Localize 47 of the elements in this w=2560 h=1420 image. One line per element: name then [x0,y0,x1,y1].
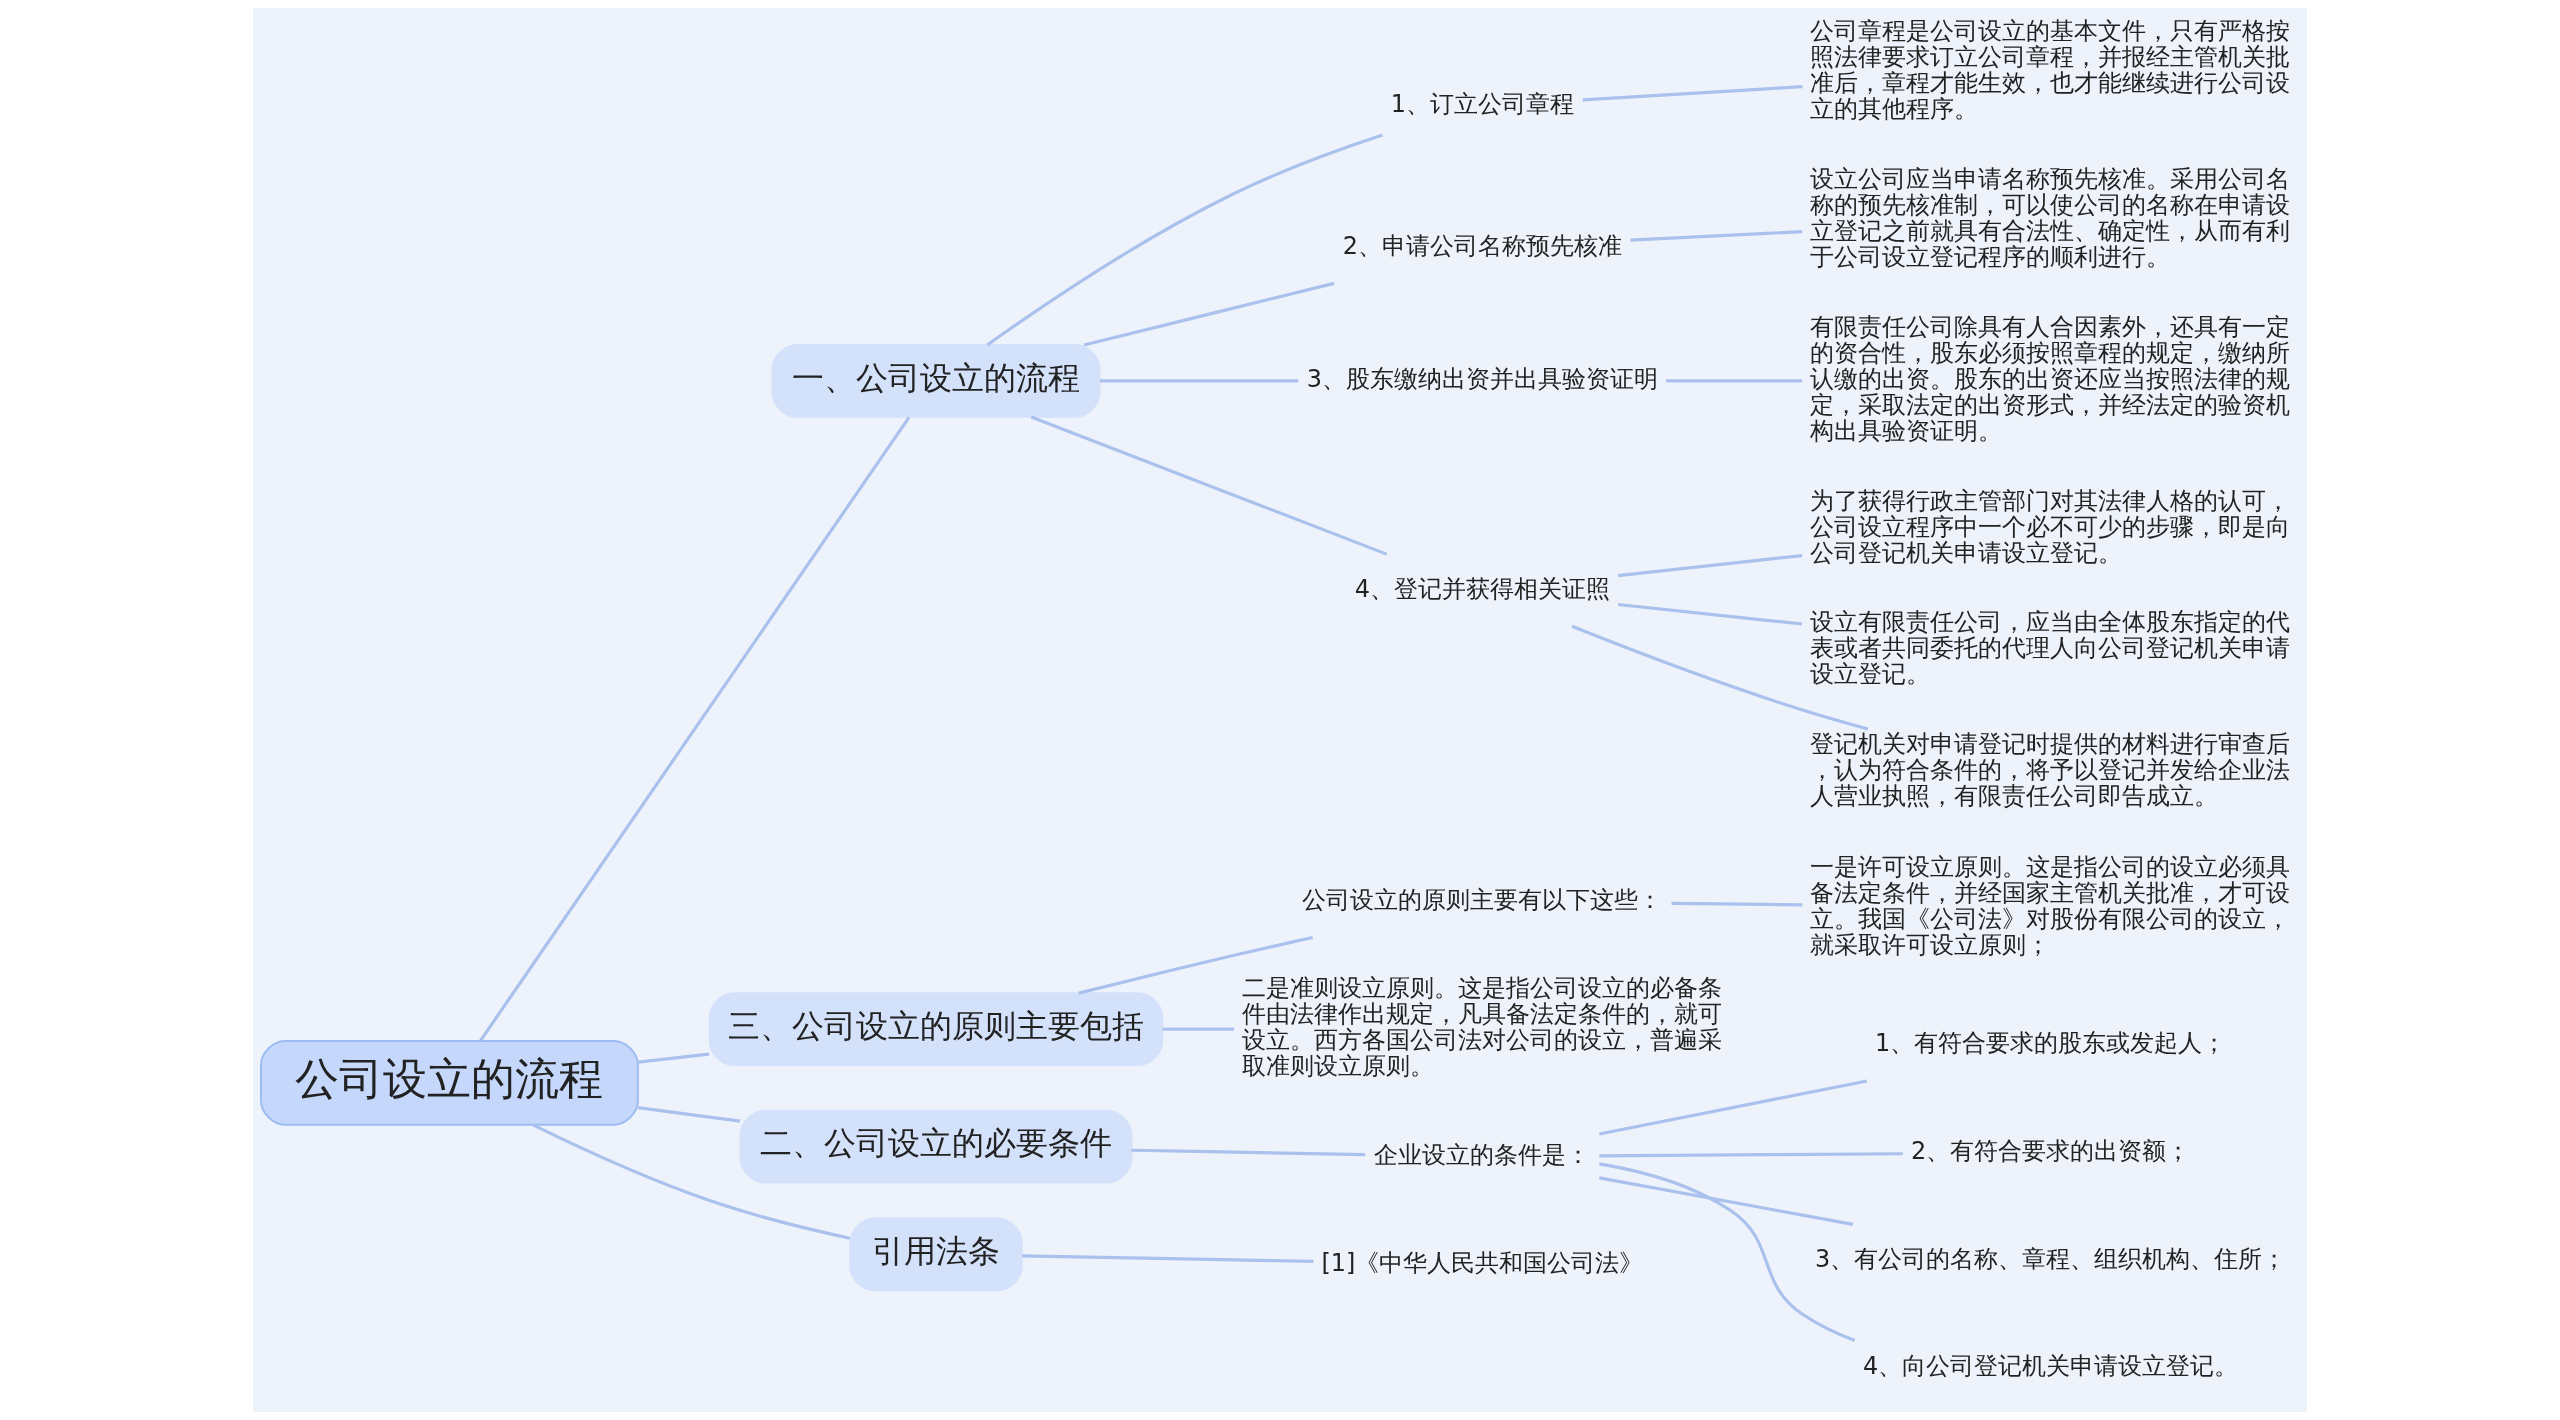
node-text: 一是许可设立原则。这是指公司的设立必须具备法定条件，并经国家主管机关批准，才可设立。我国《公司法》对股份有限公司的设立，就采取许可设立原则； [1810,852,2291,959]
connector [1100,379,1299,383]
connector [1599,1176,1854,1226]
node-box: 公司设立的流程 [260,1040,639,1126]
connector [1030,415,1388,556]
node-text: 4、登记并获得相关证照 [1354,574,1611,603]
node-text: 1、订立公司章程 [1390,89,1575,118]
connector [1671,901,1803,907]
node-text: 二是准则设立原则。这是指公司设立的必备条件由法律作出规定，凡具备法定条件的，就可设立。西方各国公司法对公司的设立，普遍采取准则设立原则。 [1242,974,1723,1081]
connector [1162,1027,1235,1031]
node-text: 有限责任公司除具有人合因素外，还具有一定的资合性，股东必须按照章程的规定，缴纳所认缴的出资。股东的出资还应当按照法律的规定，采取法定的出资形式，并经法定的验资机构出具验资证明。 [1810,313,2291,445]
node-text: 公司章程是公司设立的基本文件，只有严格按照法律要求订立公司章程，并报经主管机关批准后，章程才能生效，也才能继续进行公司设立的其他程序。 [1810,17,2291,123]
connector [1131,1148,1366,1157]
node-text: 1、有符合要求的股东或发起人； [1875,1029,2227,1058]
node-text: 企业设立的条件是： [1374,1140,1591,1169]
node-box: 二、公司设立的必要条件 [739,1109,1133,1184]
connector [1618,602,1803,626]
node-text: 为了获得行政主管部门对其法律人格的认可，公司设立程序中一个必不可少的步骤，即是向公司登记机关申请设立登记。 [1810,486,2291,567]
connector [479,416,911,1042]
node-text: 4、向公司登记机关申请设立登记。 [1863,1352,2239,1381]
connector [986,133,1383,347]
connector [1599,1152,1903,1158]
node-text: 设立公司应当申请名称预先核准。采用公司名称的预先核准制，可以使公司的名称在申请设立登记之前就具有合法性、确定性，从而有利于公司设立登记程序的顺利进行。 [1810,164,2291,271]
connector [1582,85,1803,102]
connector [1617,553,1803,578]
connector [1022,1254,1314,1263]
connector [1571,624,1869,731]
node-box: 三、公司设立的原则主要包括 [708,992,1164,1066]
node-text: 公司设立的原则主要有以下这些： [1302,885,1663,914]
node-text: 登记机关对申请登记时提供的材料进行审查后，认为符合条件的，将予以登记并发给企业法人营业执照，有限责任公司即告成立。 [1810,730,2291,810]
node-text: 3、股东缴纳出资并出具验资证明 [1306,365,1659,394]
node-box: 引用法条 [849,1217,1023,1292]
connector [637,1106,741,1123]
node-text: 2、申请公司名称预先核准 [1342,231,1623,260]
connector [1599,1079,1868,1136]
connector [1630,230,1803,242]
node-text: [1]《中华人民共和国公司法》 [1321,1248,1644,1277]
node-text: 3、有公司的名称、章程、组织机构、住所； [1815,1244,2287,1273]
connector [1078,935,1314,995]
node-box: 一、公司设立的流程 [771,344,1101,418]
node-text: 设立有限责任公司，应当由全体股东指定的代表或者共同委托的代理人向公司登记机关申请设立登记。 [1810,608,2291,689]
node-text: 2、有符合要求的出资额； [1911,1136,2191,1165]
connector [1083,281,1335,347]
connector [532,1123,851,1240]
connector [1599,1162,1856,1342]
connector [637,1052,710,1064]
connector [1666,379,1803,383]
